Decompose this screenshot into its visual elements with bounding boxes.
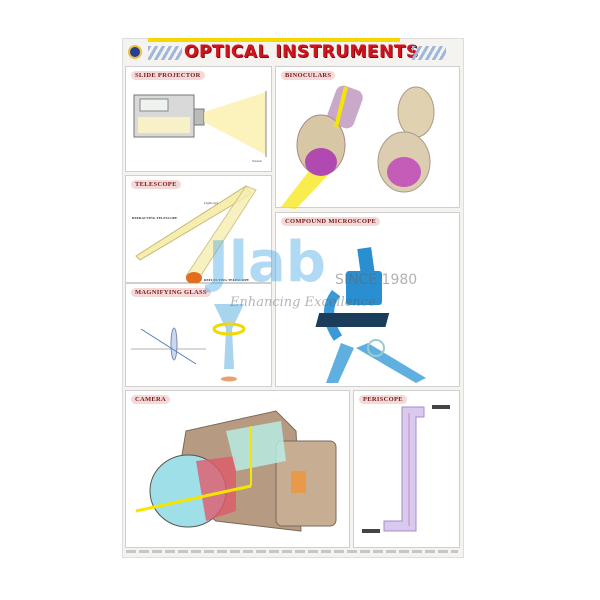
panel-camera: CAMERA: [125, 390, 350, 548]
panel-title: SLIDE PROJECTOR: [131, 71, 205, 80]
decorative-stripes: [148, 46, 182, 60]
periscope-illustration: [362, 405, 450, 533]
panel-title: BINOCULARS: [281, 71, 336, 80]
label-refracting-telescope: REFRACTING TELESCOPE: [132, 216, 178, 220]
panel-title: TELESCOPE: [131, 180, 181, 189]
panel-title: MAGNIFYING GLASS: [131, 288, 211, 297]
watermark-brand: Jlab: [208, 230, 326, 295]
footer-credits: [126, 550, 458, 553]
panel-title: PERISCOPE: [359, 395, 407, 404]
top-yellow-bar: [148, 38, 400, 42]
panel-slide-projector: SLIDE PROJECTOR Screen: [125, 66, 272, 172]
label-light-rays: Light rays: [204, 201, 219, 205]
panel-telescope: TELESCOPE REFRACTING TELESCOPE REFLECTIN…: [125, 175, 272, 284]
watermark-tagline: Enhancing Excellence: [230, 295, 376, 310]
camera-illustration: [135, 410, 337, 532]
panel-binoculars: BINOCULARS: [275, 66, 460, 209]
telescope-illustration: [135, 185, 257, 284]
label-screen: Screen: [252, 159, 262, 163]
magnifying-glass-illustration: [131, 304, 246, 382]
label-reflecting-telescope: REFLECTING TELESCOPE: [204, 278, 249, 282]
poster-title: OPTICAL INSTRUMENTS: [184, 42, 419, 62]
publisher-logo: [128, 45, 142, 59]
binoculars-illustration: [281, 85, 435, 209]
panel-magnifying-glass: MAGNIFYING GLASS: [125, 283, 272, 387]
panel-periscope: PERISCOPE: [353, 390, 460, 548]
panel-title: COMPOUND MICROSCOPE: [281, 217, 381, 226]
panel-title: CAMERA: [131, 395, 171, 404]
title-bar: OPTICAL INSTRUMENTS: [122, 42, 462, 64]
decorative-stripes: [412, 46, 446, 60]
panel-compound-microscope: COMPOUND MICROSCOPE: [275, 212, 460, 387]
microscope-illustration: [315, 247, 426, 383]
watermark-since: SINCE 1980: [335, 272, 418, 288]
slide-projector-illustration: [133, 91, 267, 157]
